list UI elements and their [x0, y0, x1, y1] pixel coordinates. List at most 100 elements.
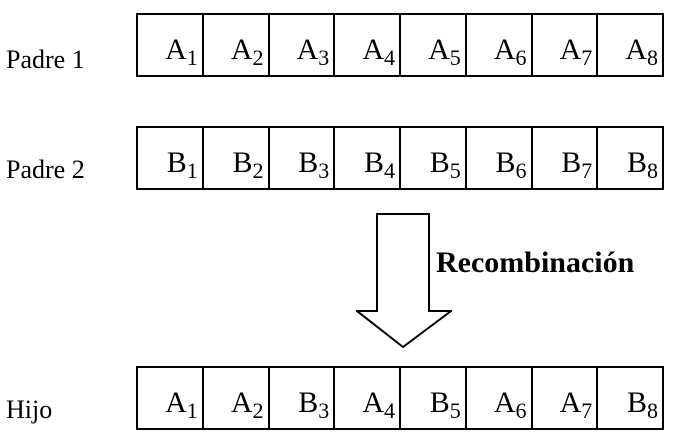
gene-label: A4 [362, 386, 395, 422]
gene-label: A1 [165, 386, 198, 422]
recombination-label: Recombinación [436, 246, 635, 279]
gene-label: B1 [166, 146, 198, 182]
gene-cell: A2 [204, 368, 270, 428]
gene-letter: A [296, 33, 319, 66]
gene-letter: A [230, 386, 253, 419]
gene-letter: B [298, 146, 319, 179]
gene-cell: B3 [270, 368, 336, 428]
gene-letter: A [165, 386, 187, 419]
gene-letter: A [428, 33, 450, 66]
gene-index: 8 [647, 45, 658, 70]
gene-letter: A [625, 33, 647, 66]
gene-label: A7 [559, 33, 593, 69]
gene-cell: A8 [598, 15, 662, 75]
gene-label: B2 [232, 148, 263, 182]
gene-cell: B4 [335, 128, 401, 188]
gene-index: 2 [252, 45, 264, 70]
gene-index: 6 [515, 158, 527, 183]
gene-letter: B [495, 146, 516, 179]
gene-index: 5 [449, 158, 461, 183]
gene-index: 7 [581, 158, 593, 183]
gene-cell: B5 [401, 368, 467, 428]
gene-index: 8 [647, 158, 658, 183]
gene-index: 7 [581, 45, 593, 70]
gene-index: 1 [186, 398, 198, 423]
gene-cell: A6 [467, 368, 533, 428]
gene-letter: A [165, 33, 187, 66]
gene-letter: B [298, 386, 319, 419]
gene-letter: A [493, 33, 516, 66]
gene-index: 1 [186, 45, 198, 70]
gene-letter: A [230, 33, 253, 66]
gene-cell: B5 [401, 128, 467, 188]
gene-cell: B8 [598, 368, 662, 428]
gene-label: A2 [230, 33, 264, 69]
gene-index: 7 [581, 398, 593, 423]
gene-cell: B1 [138, 128, 204, 188]
gene-label: A1 [165, 33, 198, 69]
gene-label: B3 [298, 386, 329, 422]
gene-index: 6 [515, 45, 527, 70]
gene-index: 2 [252, 158, 264, 183]
gene-index: 4 [384, 45, 395, 70]
gene-label: A3 [296, 33, 330, 69]
gene-index: 6 [515, 398, 527, 423]
gene-letter: B [166, 146, 187, 179]
gene-index: 5 [449, 398, 461, 423]
gene-index: 3 [318, 398, 330, 423]
down-arrow-icon [356, 213, 452, 349]
gene-label: B6 [495, 146, 526, 182]
gene-cell: B2 [204, 128, 270, 188]
parent-2-label: Padre 2 [6, 155, 85, 184]
gene-cell: B6 [467, 128, 533, 188]
gene-letter: B [561, 146, 582, 179]
gene-letter: B [429, 386, 450, 419]
gene-letter: A [362, 33, 384, 66]
gene-label: B3 [298, 146, 329, 182]
gene-cell: A4 [335, 15, 401, 75]
gene-cell: A6 [467, 15, 533, 75]
parent-1-label: Padre 1 [6, 45, 85, 74]
gene-label: A2 [230, 386, 264, 422]
gene-cell: A2 [204, 15, 270, 75]
gene-label: B4 [363, 146, 395, 182]
gene-label: A6 [494, 388, 527, 422]
gene-cell: A4 [335, 368, 401, 428]
gene-cell: A7 [533, 368, 599, 428]
gene-label: B8 [627, 148, 658, 182]
gene-cell: A1 [138, 368, 204, 428]
gene-index: 8 [647, 398, 658, 423]
gene-label: A5 [428, 33, 461, 69]
gene-index: 5 [449, 45, 461, 70]
gene-index: 4 [384, 398, 395, 423]
gene-letter: A [559, 33, 582, 66]
gene-index: 3 [318, 45, 330, 70]
gene-label: B5 [429, 386, 461, 422]
gene-cell: A1 [138, 15, 204, 75]
gene-label: B8 [626, 386, 658, 422]
gene-letter: B [626, 386, 647, 419]
gene-cell: B3 [270, 128, 336, 188]
gene-cell: A5 [401, 15, 467, 75]
gene-index: 1 [186, 158, 198, 183]
gene-letter: B [429, 146, 450, 179]
gene-label: B7 [561, 146, 592, 182]
gene-index: 4 [384, 158, 395, 183]
gene-label: B5 [429, 146, 461, 182]
gene-label: A6 [493, 33, 527, 69]
gene-label: A7 [560, 388, 593, 422]
gene-index: 2 [252, 398, 264, 423]
gene-cell: A7 [533, 15, 599, 75]
gene-label: A8 [625, 33, 658, 69]
gene-label: A4 [362, 33, 395, 69]
gene-letter: B [363, 146, 384, 179]
child-label: Hijo [6, 395, 53, 424]
gene-cell: B8 [598, 128, 662, 188]
gene-index: 3 [318, 158, 330, 183]
gene-cell: B7 [533, 128, 599, 188]
gene-cell: A3 [270, 15, 336, 75]
gene-letter: A [362, 386, 384, 419]
